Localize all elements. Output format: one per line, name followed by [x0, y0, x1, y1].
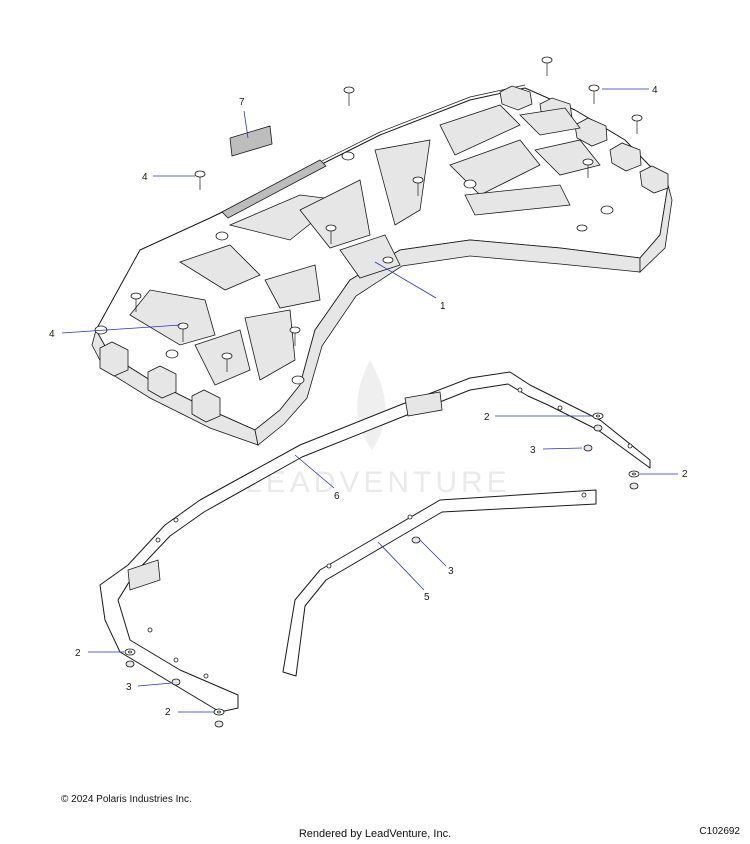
nut-icon	[593, 424, 603, 432]
rack-body-part	[91, 84, 673, 446]
screw-icon	[412, 176, 424, 196]
callout-4: 4	[49, 329, 55, 340]
screw-icon	[588, 84, 600, 104]
rendered-by-text: Rendered by LeadVenture, Inc.	[298, 828, 452, 840]
callout-1: 1	[440, 301, 446, 312]
callout-3: 3	[448, 566, 454, 577]
nut-icon	[125, 660, 135, 668]
nut-icon	[171, 678, 181, 686]
callout-2: 2	[165, 707, 171, 718]
watermark-text: LEADVENTURE	[245, 466, 511, 499]
screw-icon	[582, 158, 594, 178]
callout-3: 3	[530, 445, 536, 456]
diagram-code: C102692	[699, 826, 740, 837]
washer-icon	[213, 708, 225, 716]
callout-6: 6	[334, 491, 340, 502]
decal-part	[229, 125, 273, 157]
callout-3: 3	[126, 682, 132, 693]
watermark-flame-icon	[357, 360, 386, 450]
rail-long-part	[99, 371, 651, 713]
washer-nut-group	[124, 412, 640, 728]
callout-7: 7	[239, 97, 245, 108]
screw-icon	[289, 326, 301, 346]
screw-icon	[194, 170, 206, 190]
washer-icon	[124, 648, 136, 656]
nut-icon	[411, 536, 421, 544]
callout-4: 4	[652, 85, 658, 96]
screw-icon	[177, 322, 189, 342]
washer-icon	[628, 470, 640, 478]
callout-5: 5	[424, 592, 430, 603]
callout-2: 2	[484, 412, 490, 423]
screw-icon	[325, 224, 337, 244]
copyright-text: © 2024 Polaris Industries Inc.	[61, 794, 192, 805]
screw-icon	[221, 352, 233, 372]
nut-icon	[214, 720, 224, 728]
screw-icon	[541, 56, 553, 76]
rail-short-part	[282, 489, 597, 677]
screw-group	[130, 56, 643, 372]
callouts: 1 2 2 2 2 3 3 3 4 4 4 5 6 7	[49, 85, 688, 718]
screw-icon	[631, 114, 643, 134]
leader-lines	[61, 88, 678, 713]
nut-icon	[583, 444, 593, 452]
callout-2: 2	[682, 469, 688, 480]
screw-icon	[130, 292, 142, 312]
nut-icon	[629, 482, 639, 490]
screw-icon	[343, 86, 355, 106]
callout-2: 2	[75, 648, 81, 659]
callout-4: 4	[142, 172, 148, 183]
washer-icon	[592, 412, 604, 420]
